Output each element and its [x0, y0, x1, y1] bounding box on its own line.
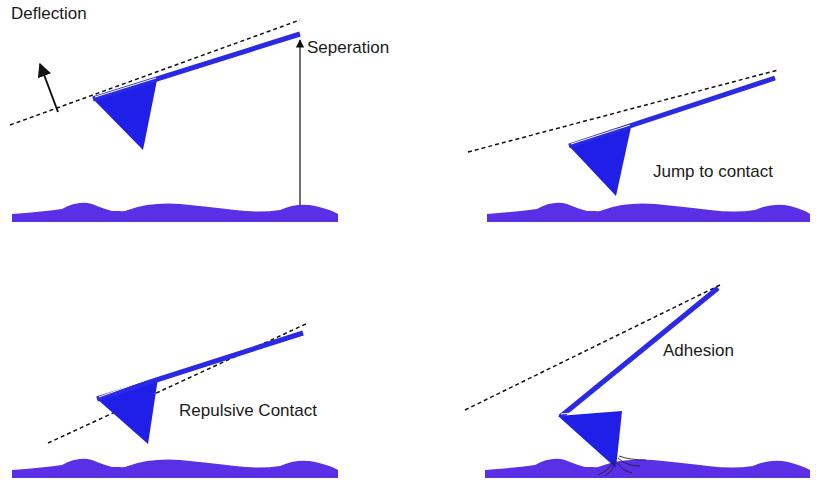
sample-surface: [12, 203, 338, 222]
panel-jump: [468, 70, 810, 222]
afm-tip: [558, 411, 622, 468]
cantilever: [93, 34, 300, 99]
separation-arrow: [299, 40, 300, 205]
panel-separation: [10, 20, 338, 222]
sample-surface: [487, 203, 810, 222]
panel-repulsive: [12, 323, 338, 478]
label: Seperation: [306, 38, 390, 58]
cantilever: [569, 78, 775, 146]
label: Repulsive Contact: [178, 401, 318, 421]
panel-adhesion: [465, 284, 810, 478]
cantilever-highlight: [561, 409, 620, 414]
sample-surface: [12, 459, 338, 478]
rest-line: [48, 323, 308, 443]
deflection-arrow: [40, 64, 58, 112]
cantilever-highlight: [571, 125, 630, 144]
label: Adhesion: [662, 341, 735, 361]
sample-surface: [485, 459, 810, 478]
label: Jump to contact: [652, 162, 774, 182]
cantilever: [97, 333, 303, 399]
rest-line: [10, 20, 300, 125]
label: Deflection: [10, 4, 88, 24]
cantilever-highlight: [99, 376, 157, 397]
adhesion-meniscus: [598, 456, 646, 476]
cantilever-highlight: [95, 78, 156, 97]
